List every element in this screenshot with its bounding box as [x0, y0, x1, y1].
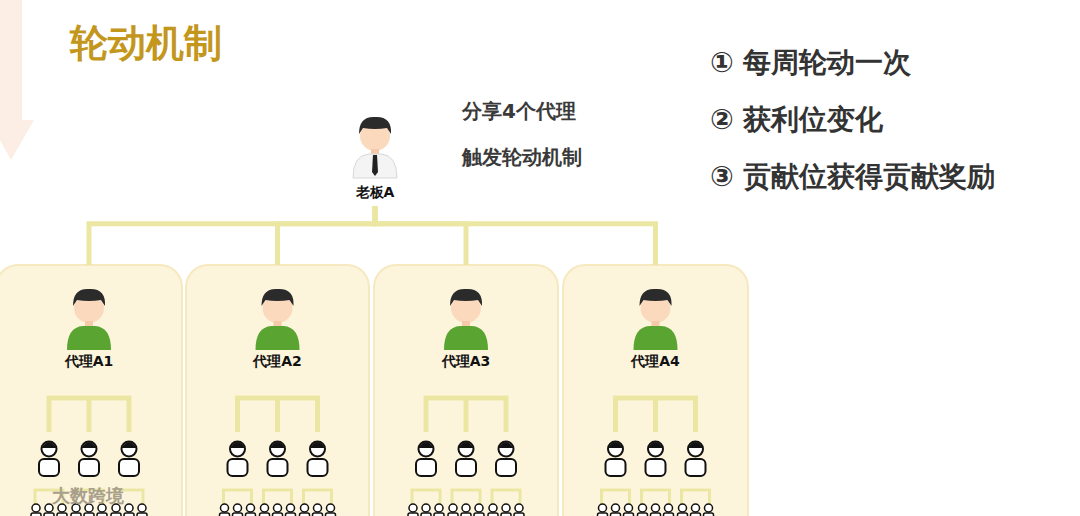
- person-node: 老板A: [325, 108, 425, 206]
- member-tree: [31, 398, 147, 516]
- node-label: 代理A2: [253, 353, 302, 371]
- connector: [89, 206, 375, 265]
- watermark: 大数跨境: [52, 484, 124, 508]
- panel-background: [563, 265, 748, 516]
- agent-panel: 代理A3: [374, 265, 558, 516]
- connector: [375, 206, 466, 265]
- agent-avatar: [67, 289, 111, 350]
- boss-avatar: [353, 117, 397, 178]
- member-tree: [408, 398, 524, 516]
- member-tree: [598, 398, 714, 516]
- background-arrow: [0, 0, 34, 160]
- note-text: 触发轮动机制: [462, 144, 582, 171]
- connector: [278, 206, 376, 265]
- agent-avatar: [444, 289, 488, 350]
- title: 轮动机制: [70, 18, 222, 69]
- list-item: ③ 贡献位获得贡献奖励: [710, 158, 995, 196]
- list-item: ① 每周轮动一次: [710, 44, 911, 82]
- node-label: 代理A3: [442, 353, 491, 371]
- member-tree: [220, 398, 336, 516]
- agent-avatar: [256, 289, 300, 350]
- panel-background: [374, 265, 558, 516]
- node-label: 老板A: [356, 184, 395, 202]
- node-label: 代理A4: [631, 353, 680, 371]
- note-text: 分享4个代理: [462, 98, 576, 125]
- agent-panel: 代理A1: [0, 265, 182, 516]
- list-item: ② 获利位变化: [710, 101, 883, 139]
- node-label: 代理A1: [65, 353, 114, 371]
- agent-avatar: [634, 289, 678, 350]
- agent-panel: 代理A4: [563, 265, 748, 516]
- agent-panel: 代理A2: [186, 265, 369, 516]
- panel-background: [0, 265, 182, 516]
- connector: [375, 206, 656, 265]
- panel-background: [186, 265, 369, 516]
